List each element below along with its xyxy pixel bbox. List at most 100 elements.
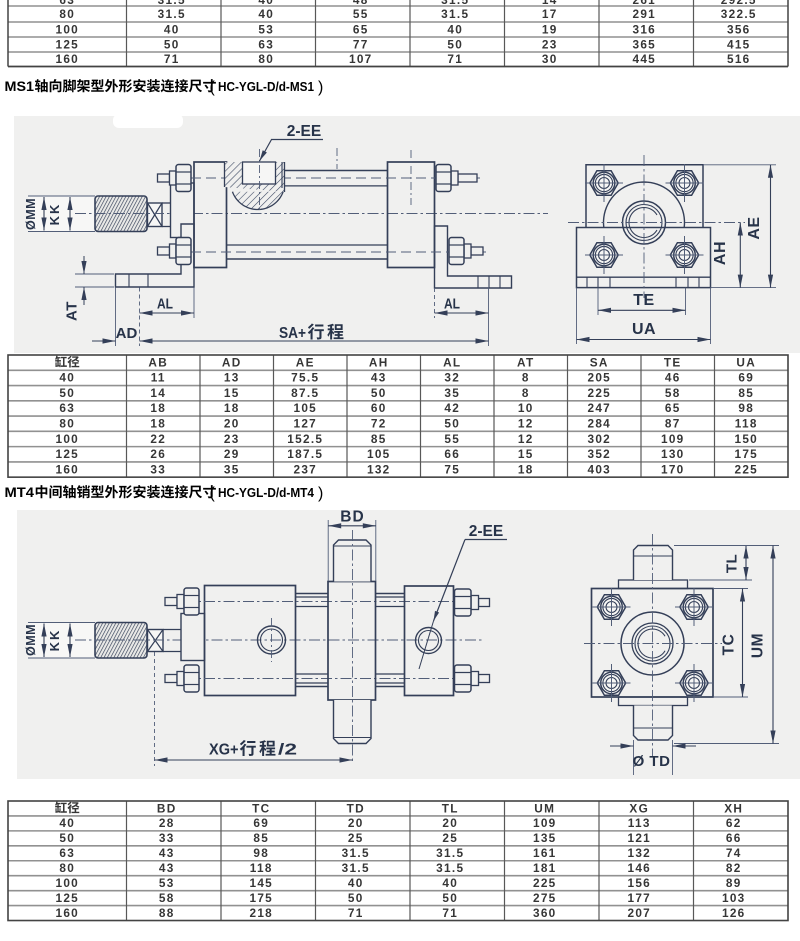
svg-text:87.5: 87.5 bbox=[291, 386, 319, 400]
svg-text:31.5: 31.5 bbox=[158, 7, 186, 21]
svg-text:AD: AD bbox=[222, 355, 242, 369]
svg-text:31.5: 31.5 bbox=[342, 846, 370, 860]
svg-text:BD: BD bbox=[157, 801, 177, 815]
svg-text:12: 12 bbox=[518, 432, 534, 446]
svg-text:18: 18 bbox=[518, 462, 534, 476]
svg-text:135: 135 bbox=[533, 831, 557, 845]
svg-text:225: 225 bbox=[533, 876, 557, 890]
svg-text:161: 161 bbox=[533, 846, 557, 860]
svg-text:75: 75 bbox=[444, 462, 460, 476]
svg-text:63: 63 bbox=[59, 0, 75, 7]
svg-text:13: 13 bbox=[224, 371, 240, 385]
svg-text:403: 403 bbox=[587, 462, 611, 476]
svg-text:127: 127 bbox=[293, 417, 317, 431]
svg-text:8: 8 bbox=[522, 386, 530, 400]
svg-text:71: 71 bbox=[442, 906, 458, 920]
svg-text:53: 53 bbox=[258, 22, 274, 36]
svg-text:55: 55 bbox=[353, 7, 369, 21]
svg-text:UM: UM bbox=[534, 801, 555, 815]
svg-text:35: 35 bbox=[224, 462, 240, 476]
svg-text:225: 225 bbox=[734, 462, 758, 476]
svg-text:AH: AH bbox=[369, 355, 389, 369]
svg-text:(: ( bbox=[210, 485, 216, 502]
svg-text:40: 40 bbox=[447, 22, 463, 36]
svg-text:132: 132 bbox=[627, 846, 651, 860]
svg-text:66: 66 bbox=[726, 831, 742, 845]
svg-text:20: 20 bbox=[224, 417, 240, 431]
svg-text:72: 72 bbox=[371, 417, 387, 431]
svg-text:ØMM: ØMM bbox=[24, 198, 38, 230]
svg-text:XH: XH bbox=[724, 801, 743, 815]
svg-text:360: 360 bbox=[533, 906, 557, 920]
svg-text:58: 58 bbox=[159, 891, 175, 905]
svg-text:AT: AT bbox=[517, 355, 534, 369]
svg-text:AH: AH bbox=[712, 241, 729, 265]
svg-text:87: 87 bbox=[665, 417, 681, 431]
svg-text:15: 15 bbox=[224, 386, 240, 400]
svg-text:121: 121 bbox=[627, 831, 651, 845]
svg-text:150: 150 bbox=[734, 432, 758, 446]
svg-text:40: 40 bbox=[258, 7, 274, 21]
svg-text:63: 63 bbox=[258, 37, 274, 51]
svg-text:40: 40 bbox=[258, 0, 274, 7]
svg-text:175: 175 bbox=[249, 891, 273, 905]
svg-text:23: 23 bbox=[224, 432, 240, 446]
svg-text:31.5: 31.5 bbox=[158, 0, 186, 7]
svg-text:352: 352 bbox=[587, 447, 611, 461]
svg-text:TC: TC bbox=[252, 801, 270, 815]
svg-text:40: 40 bbox=[164, 22, 180, 36]
svg-text:AL: AL bbox=[157, 296, 173, 313]
svg-text:74: 74 bbox=[726, 846, 742, 860]
svg-text:28: 28 bbox=[159, 816, 175, 830]
svg-text:109: 109 bbox=[533, 816, 557, 830]
svg-text:40: 40 bbox=[59, 371, 75, 385]
svg-text:145: 145 bbox=[249, 876, 273, 890]
svg-text:105: 105 bbox=[367, 447, 391, 461]
svg-text:107: 107 bbox=[349, 52, 373, 66]
svg-text:48: 48 bbox=[353, 0, 369, 7]
svg-text:18: 18 bbox=[224, 401, 240, 415]
svg-text:): ) bbox=[318, 79, 323, 96]
svg-text:AD: AD bbox=[116, 325, 138, 342]
svg-text:58: 58 bbox=[665, 386, 681, 400]
svg-text:316: 316 bbox=[632, 22, 656, 36]
svg-text:MS1: MS1 bbox=[5, 78, 35, 94]
svg-text:33: 33 bbox=[150, 462, 166, 476]
svg-text:125: 125 bbox=[55, 447, 79, 461]
svg-text:AB: AB bbox=[148, 355, 168, 369]
svg-text:TD: TD bbox=[347, 801, 365, 815]
svg-text:UA: UA bbox=[736, 355, 756, 369]
svg-text:100: 100 bbox=[55, 876, 79, 890]
svg-text:10: 10 bbox=[518, 401, 534, 415]
svg-text:HC-YGL-D/d-MS1: HC-YGL-D/d-MS1 bbox=[218, 79, 314, 94]
svg-text:18: 18 bbox=[150, 401, 166, 415]
svg-text:42: 42 bbox=[444, 401, 460, 415]
svg-text:XG: XG bbox=[629, 801, 649, 815]
svg-text:118: 118 bbox=[250, 861, 273, 875]
svg-text:35: 35 bbox=[444, 386, 460, 400]
svg-text:170: 170 bbox=[661, 462, 685, 476]
svg-text:22: 22 bbox=[150, 432, 166, 446]
svg-text:TE: TE bbox=[664, 355, 682, 369]
svg-text:50: 50 bbox=[444, 417, 460, 431]
svg-text:(: ( bbox=[210, 79, 216, 96]
svg-text:284: 284 bbox=[587, 417, 611, 431]
svg-text:KK: KK bbox=[47, 629, 62, 652]
svg-text:125: 125 bbox=[55, 891, 79, 905]
svg-text:65: 65 bbox=[665, 401, 681, 415]
svg-text:43: 43 bbox=[159, 861, 175, 875]
svg-text:2-EE: 2-EE bbox=[287, 123, 321, 140]
svg-text:25: 25 bbox=[442, 831, 458, 845]
svg-text:225: 225 bbox=[587, 386, 611, 400]
svg-text:152.5: 152.5 bbox=[287, 432, 323, 446]
svg-text:50: 50 bbox=[371, 386, 387, 400]
svg-text:247: 247 bbox=[587, 401, 611, 415]
svg-text:SA: SA bbox=[590, 355, 609, 369]
svg-text:15: 15 bbox=[518, 447, 534, 461]
svg-text:MT4: MT4 bbox=[5, 484, 35, 500]
svg-text:14: 14 bbox=[542, 0, 558, 7]
svg-text:71: 71 bbox=[447, 52, 463, 66]
svg-text:356: 356 bbox=[727, 22, 751, 36]
svg-text:/2: /2 bbox=[278, 742, 297, 759]
svg-text:40: 40 bbox=[348, 876, 364, 890]
